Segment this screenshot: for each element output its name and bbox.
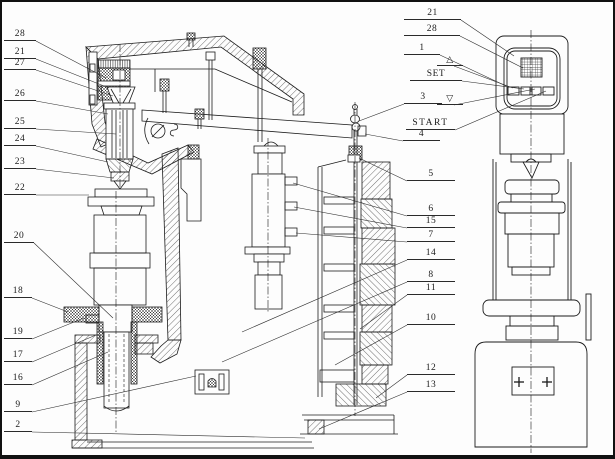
wall-window (88, 51, 98, 106)
callout-3: 3 (404, 91, 442, 104)
callout-20: 20 (4, 230, 34, 243)
callout-9: 9 (4, 399, 32, 412)
callout-21-panel: 21 (404, 7, 461, 20)
callout-25: 25 (4, 116, 36, 129)
panel-button-4 (542, 86, 555, 96)
callout-1: 1 (404, 42, 440, 55)
callout-28-left: 28 (4, 28, 36, 41)
callout-14: 14 (407, 247, 455, 260)
callout-26: 26 (4, 88, 36, 101)
callout-18: 18 (4, 285, 32, 298)
callout-2: 2 (4, 419, 32, 432)
front-body (474, 30, 592, 453)
callout-start: START (406, 117, 455, 130)
callout-12: 12 (407, 362, 455, 375)
level-indicator (194, 369, 230, 395)
leader-lines (31, 19, 547, 439)
callout-27: 27 (4, 57, 36, 70)
anvil-table (87, 188, 155, 306)
callout-10: 10 (407, 312, 455, 325)
housing-frame (85, 32, 305, 364)
triangle-up-icon: △ (437, 53, 463, 66)
weight-stack (300, 102, 398, 435)
callout-8: 8 (407, 269, 455, 282)
callout-24: 24 (4, 133, 36, 146)
callout-19: 19 (4, 326, 32, 339)
callout-17: 17 (4, 349, 32, 362)
callout-13: 13 (407, 379, 455, 392)
callout-5: 5 (407, 168, 455, 181)
base-plate-detail (511, 366, 555, 396)
triangle-down-icon: ▽ (437, 92, 463, 105)
callout-set: SET (410, 68, 462, 81)
callout-16: 16 (4, 372, 32, 385)
callout-21-left: 21 (4, 46, 36, 59)
elevating-screw-and-base (63, 191, 314, 449)
section-view (63, 32, 398, 449)
callout-11: 11 (407, 282, 455, 295)
display-screen (520, 57, 543, 78)
panel-button-2 (520, 86, 531, 96)
front-view (474, 30, 592, 453)
callout-23: 23 (4, 156, 36, 169)
panel-button-1 (507, 86, 520, 96)
callout-6: 6 (407, 203, 455, 216)
callout-4: 4 (403, 128, 440, 141)
callout-15: 15 (407, 215, 455, 228)
callout-7: 7 (407, 229, 455, 242)
front-head (495, 35, 569, 115)
spindle-assembly (97, 44, 136, 190)
callout-28-panel: 28 (404, 23, 460, 36)
crosshair-marks (514, 377, 552, 387)
damper-cylinder (244, 47, 298, 313)
callout-22: 22 (4, 182, 36, 195)
lever-arm (130, 51, 353, 145)
